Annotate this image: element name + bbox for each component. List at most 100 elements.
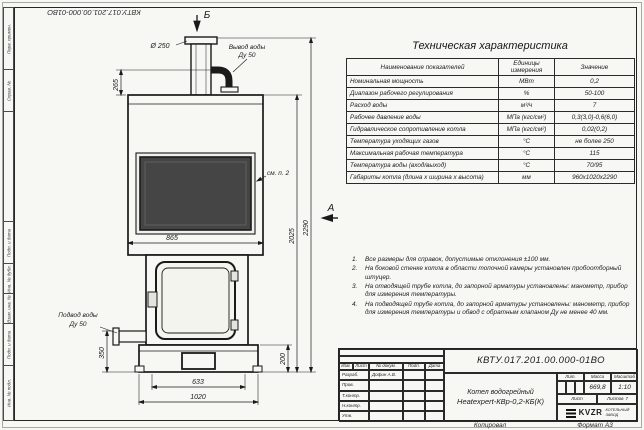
note-item: 2.На боковой стенке котла в области топо… [352, 265, 634, 282]
spec-col-name: Наименование показателей [346, 57, 499, 77]
outlet-label-line1: Вывод воды [229, 43, 266, 51]
date-cell [425, 401, 444, 411]
date-cell [425, 370, 444, 380]
note-text: На отводящей трубе котла, до запорной ар… [365, 282, 628, 299]
spec-cell-name: Максимальная рабочая температура [346, 147, 499, 161]
spec-cell-name: Температура воды (вход/выход) [346, 159, 499, 173]
kvzr-logo-text: KVZR [578, 407, 603, 417]
company-cell: KVZR КОТЕЛЬНЫЙ ЗАВОД [557, 404, 638, 422]
spec-cell-unit: МПа (кгс/см²) [498, 123, 555, 137]
side-cell [4, 112, 13, 222]
name-prov [369, 380, 403, 391]
note-number: 3. [352, 282, 358, 290]
spec-cell-value: 70/95 [554, 159, 635, 173]
spec-cell-value: не более 250 [554, 135, 635, 149]
scale-label: Масштаб [611, 373, 638, 381]
view-b-label: Б [204, 10, 211, 21]
role-nkontr: Н.контр. [339, 401, 369, 411]
name-tkontr [369, 391, 403, 401]
dim-350-label: 350 [99, 347, 106, 359]
side-cell: Взам. инв. № [4, 294, 13, 324]
date-cell [425, 411, 444, 422]
inlet-label-line2: Ду 50 [69, 321, 87, 328]
spec-cell-value: 115 [554, 147, 635, 161]
spec-cell-name: Гидравлическое сопротивление котла [346, 123, 499, 137]
spec-cell-unit: м³/ч [498, 99, 555, 113]
company-line1: КОТЕЛЬНЫЙ [605, 408, 630, 413]
note-ref-leader [255, 175, 267, 182]
water-outlet-elbow [211, 66, 233, 87]
spec-col-value: Значение [554, 57, 635, 77]
side-cell: Инв. № дубл. [4, 264, 13, 294]
spec-cell-value: 960х1020х2290 [554, 171, 635, 185]
date-cell [425, 380, 444, 391]
note-text: На подводящей трубе котла, до запорной а… [365, 300, 630, 316]
name-nkontr [369, 401, 403, 411]
furnace-door [155, 261, 236, 340]
dim-865-label: 865 [166, 235, 178, 242]
dim-2290-label: 2290 [303, 220, 310, 237]
sign-cell [403, 380, 425, 391]
copy-label: Копировал [473, 422, 507, 429]
spec-cell-unit: мм [498, 171, 555, 185]
role-utv: Утв. [339, 411, 369, 422]
role-prov: Пров. [339, 380, 369, 391]
col-doc: № докум. [369, 363, 403, 370]
kvzr-logo-icon [565, 408, 576, 418]
name-razrab: Дофин А.В. [369, 370, 403, 380]
company-line2: ЗАВОД [605, 413, 619, 417]
sheets-label: Листов [607, 395, 624, 401]
outlet-flange [220, 86, 239, 93]
revision-blank-row [339, 356, 444, 363]
name-utv [369, 411, 403, 422]
sign-cell [403, 411, 425, 422]
drawing-labels: Б Ø 250 Вывод воды Ду 50 265 см. п. 2 86… [58, 10, 334, 401]
spec-cell-name: Номинальная мощность [346, 75, 499, 89]
inlet-flange [112, 327, 120, 346]
base-foot-right [252, 365, 263, 373]
spec-cell-name: Расход воды [346, 99, 499, 113]
sign-cell [403, 370, 425, 380]
sheets-cell: Листов 7 [597, 394, 638, 404]
side-cell: Справ. № [4, 70, 13, 112]
note-number: 1. [352, 256, 358, 263]
view-a-label: А [327, 203, 335, 214]
firebox-panel [139, 156, 252, 231]
lit-cell [575, 381, 584, 394]
side-cell: Перв. примен. [4, 8, 13, 70]
title-block: Изм. Лист № докум. Подп. Дата Разраб. До… [338, 348, 638, 422]
spec-cell-unit: % [498, 87, 555, 101]
note-number: 4. [352, 300, 358, 308]
col-izm: Изм. [339, 363, 353, 370]
spec-section: Техническая характеристика Наименование … [346, 40, 635, 185]
product-name: Котел водогрейный Heatexpert-КВр-0,2-КБ(… [444, 373, 557, 422]
spec-cell-value: 0,02(0,2) [554, 123, 635, 137]
product-name-line1: Котел водогрейный [467, 388, 534, 396]
gost-side-column: Перв. примен. Справ. № Подп. и дата Инв.… [3, 7, 14, 421]
notes-list: 1.Все размеры для справок, допустимые от… [352, 256, 634, 318]
side-cell: Подп. и дата [4, 324, 13, 366]
col-list: Лист [353, 363, 369, 370]
dim-1020-label: 1020 [190, 394, 206, 401]
spec-cell-unit: °С [498, 135, 555, 149]
mass-label: Масса [584, 373, 611, 381]
note-item: 3. На отводящей трубе котла, до запорной … [352, 283, 634, 300]
spec-cell-name: Габариты котла (длина х ширина х высота) [346, 171, 499, 185]
note-ref-label: см. п. 2 [267, 170, 290, 177]
door-handle [147, 291, 158, 308]
spec-cell-value: 7 [554, 99, 635, 113]
base-foot-left [134, 365, 145, 373]
dim-633-label: 633 [192, 379, 204, 386]
spec-cell-value: 0,3(3,0)-0,6(6,0) [554, 111, 635, 125]
role-tkontr: Т.контр. [339, 391, 369, 401]
drawing-lines [99, 15, 338, 405]
spec-cell-unit: МПа (кгс/см²) [498, 111, 555, 125]
lit-cell [557, 381, 566, 394]
